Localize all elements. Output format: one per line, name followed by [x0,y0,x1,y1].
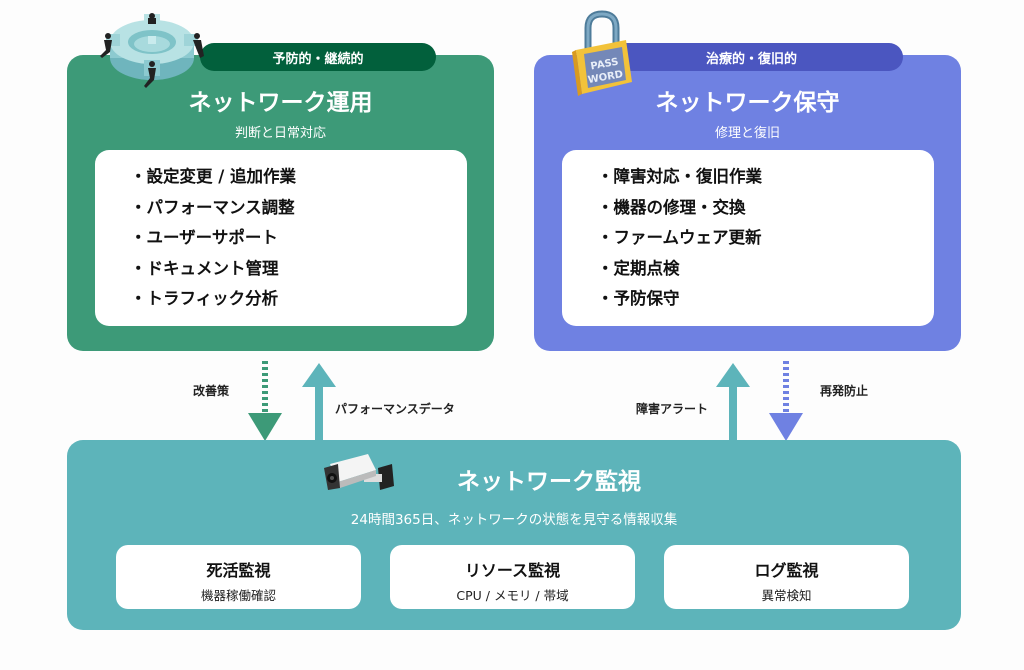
list-item: 機器の修理・交換 [597,193,934,224]
list-item: トラフィック分析 [130,284,467,315]
list-item: パフォーマンス調整 [130,193,467,224]
list-item: 定期点検 [597,254,934,285]
failure-alert-label: 障害アラート [636,402,709,416]
card-title: リソース監視 [464,561,561,580]
operations-title: ネットワーク運用 [188,90,373,116]
operations-panel: ネットワーク運用 判断と日常対応 設定変更 / 追加作業 パフォーマンス調整 ユ… [67,55,494,351]
security-camera-icon [324,454,394,490]
card-subtitle: 機器稼働確認 [200,588,276,603]
prevention-label: 再発防止 [820,384,869,398]
improvement-label: 改善策 [193,384,230,398]
maintenance-list: 障害対応・復旧作業 機器の修理・交換 ファームウェア更新 定期点検 予防保守 [562,150,934,326]
card-resource-monitoring: リソース監視 CPU / メモリ / 帯域 [390,545,635,609]
operations-tag: 予防的・継続的 [200,43,436,71]
maintenance-panel: ネットワーク保守 修理と復旧 障害対応・復旧作業 機器の修理・交換 ファームウェ… [534,55,961,351]
alert-arrow [716,361,803,443]
improvement-arrow [248,361,336,443]
padlock-password-icon: PASS WORD [572,10,632,96]
operations-subtitle: 判断と日常対応 [234,126,326,141]
monitoring-subtitle: 24時間365日、ネットワークの状態を見守る情報収集 [350,512,678,528]
list-item: 障害対応・復旧作業 [597,162,934,193]
maintenance-tag: 治療的・復旧的 [600,43,903,71]
maintenance-title: ネットワーク保守 [655,90,840,116]
list-item: 設定変更 / 追加作業 [130,162,467,193]
maintenance-subtitle: 修理と復旧 [714,126,780,141]
padlock-text-pass: PASS [590,57,620,73]
card-title: 死活監視 [206,561,271,580]
list-item: 予防保守 [597,284,934,315]
card-subtitle: CPU / メモリ / 帯域 [456,588,569,603]
monitoring-panel: ネットワーク監視 24時間365日、ネットワークの状態を見守る情報収集 死活監視… [67,440,961,630]
card-title: ログ監視 [754,561,819,580]
performance-data-label: パフォーマンスデータ [335,402,455,416]
monitoring-title: ネットワーク監視 [457,469,641,495]
card-log-monitoring: ログ監視 異常検知 [664,545,909,609]
list-item: ファームウェア更新 [597,223,934,254]
gear-with-people-icon [100,13,204,88]
card-alive-monitoring: 死活監視 機器稼働確認 [116,545,361,609]
operations-list: 設定変更 / 追加作業 パフォーマンス調整 ユーザーサポート ドキュメント管理 … [95,150,467,326]
list-item: ユーザーサポート [130,223,467,254]
card-subtitle: 異常検知 [761,588,812,603]
list-item: ドキュメント管理 [130,254,467,285]
